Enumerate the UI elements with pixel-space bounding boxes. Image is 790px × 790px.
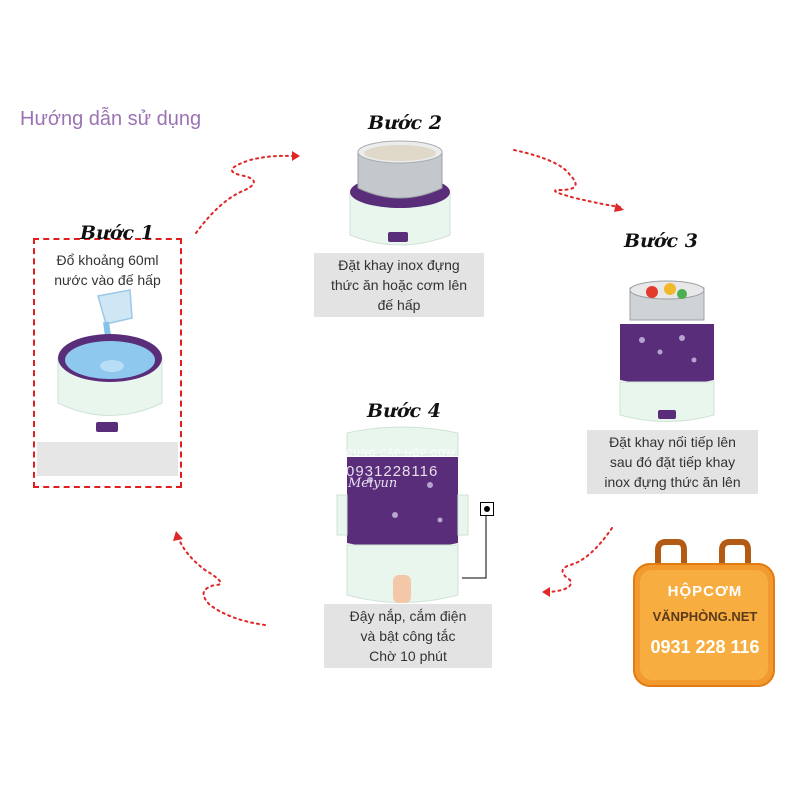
water-base-image — [57, 289, 163, 432]
switch-icon — [388, 232, 408, 242]
product-brand: Meiyun — [348, 476, 398, 491]
measuring-cup-icon — [97, 289, 133, 325]
step-2-caption-line: Đặt khay inox đựng — [338, 257, 460, 273]
step-3-label: Bước 3 — [624, 230, 698, 252]
step-4-caption-line: Đậy nắp, cắm điện — [349, 608, 467, 624]
watermark-line-2: 0931228116 — [346, 463, 439, 480]
step-4-caption: Đậy nắp, cắm điện và bật công tắc Chờ 10… — [324, 604, 492, 668]
step-2-caption: Đặt khay inox đựng thức ăn hoặc cơm lên … — [314, 253, 484, 317]
step-1-caption-strip — [37, 442, 178, 476]
finger-icon — [393, 575, 411, 603]
step-1-caption-line: nước vào đế hấp — [54, 272, 161, 288]
step-3-caption-line: sau đó đặt tiếp khay — [609, 454, 736, 470]
step-2-caption-line: đế hấp — [377, 297, 421, 313]
arrow-4-to-1 — [177, 536, 266, 626]
step-2-label: Bước 2 — [368, 112, 442, 134]
arrow-2-to-3 — [513, 149, 621, 208]
page-title: Hướng dẫn sử dụng — [20, 108, 202, 130]
switch-icon — [658, 410, 676, 419]
step-1-label: Bước 1 — [80, 222, 154, 244]
switch-icon — [96, 422, 118, 432]
logo-line-2: VĂNPHÒNG.NET — [652, 609, 758, 624]
step-4-caption-line: và bật công tắc — [360, 628, 456, 644]
arrow-3-to-4 — [547, 527, 613, 593]
step-4-caption-line: Chờ 10 phút — [369, 648, 447, 664]
step-2-caption-line: thức ăn hoặc cơm lên — [330, 277, 468, 293]
step-1-caption: Đổ khoảng 60ml nước vào đế hấp — [40, 250, 175, 290]
step-4-label: Bước 4 — [367, 400, 441, 422]
step-3-caption: Đặt khay nối tiếp lên sau đó đặt tiếp kh… — [587, 430, 758, 494]
power-button-icon — [480, 502, 494, 516]
logo-line-1: HỘPCƠM — [667, 583, 743, 600]
brand-logo — [633, 539, 775, 687]
logo-phone: 0931 228 116 — [650, 637, 760, 657]
step-1-frame — [33, 238, 182, 488]
step-3-caption-line: inox đựng thức ăn lên — [604, 474, 741, 490]
step-1-caption-line: Đổ khoảng 60ml — [56, 252, 159, 268]
arrow-1-to-2 — [195, 154, 293, 234]
two-tier-steamer-image — [619, 280, 715, 422]
closed-steamer-image — [336, 426, 469, 603]
steamer-with-tray-image — [349, 140, 451, 246]
food-icon — [646, 286, 658, 298]
step-3-caption-line: Đặt khay nối tiếp lên — [609, 434, 736, 450]
watermark-line-1: CUNG CẤP HỘP CƠM — [346, 448, 456, 458]
